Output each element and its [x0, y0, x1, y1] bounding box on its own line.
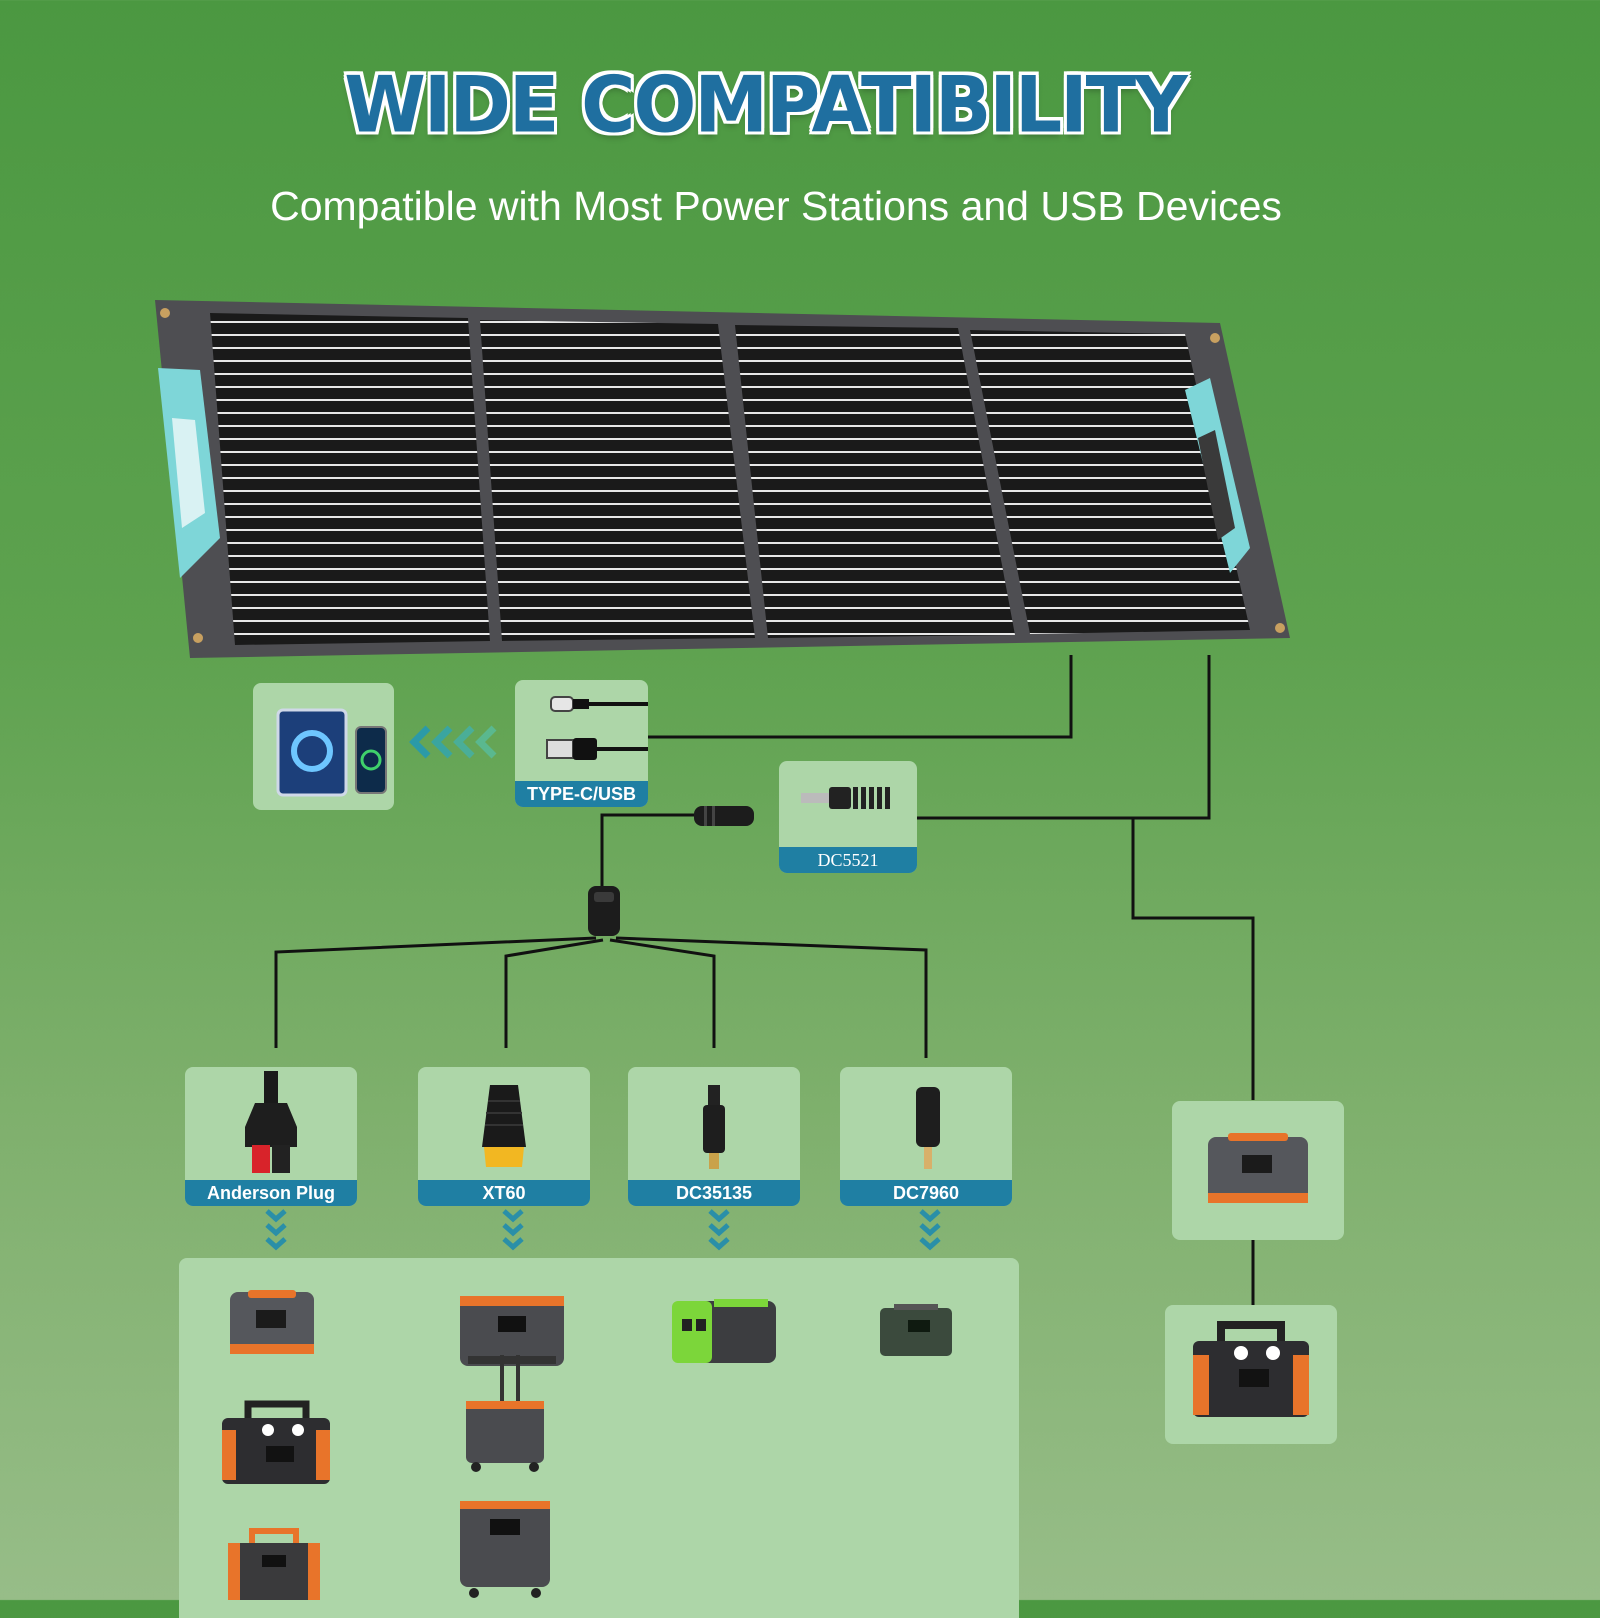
dc35135-label: DC35135 — [628, 1180, 800, 1206]
power-station-icon — [460, 1296, 564, 1366]
dc35135-plug-icon — [703, 1085, 725, 1169]
dc7960-label: DC7960 — [840, 1180, 1012, 1206]
tablet-phone-icon — [276, 708, 387, 797]
chevron-left-icon — [409, 725, 497, 759]
power-station-icon — [230, 1290, 314, 1354]
solar-panel — [155, 300, 1290, 658]
xt60-box: XT60 — [418, 1067, 590, 1206]
anderson-label: Anderson Plug — [185, 1180, 357, 1206]
chevron-down-icon — [919, 1209, 941, 1251]
usb-connector-box: TYPE-C/USB — [515, 680, 648, 807]
power-station-icon — [672, 1299, 776, 1363]
dc7960-box: DC7960 — [840, 1067, 1012, 1206]
chevron-down-icon — [502, 1209, 524, 1251]
power-station-icon — [466, 1355, 544, 1472]
dc-female-plug-icon — [694, 806, 754, 826]
dc5521-label: DC5521 — [779, 847, 917, 873]
power-station-icon — [460, 1501, 550, 1598]
power-station-icon — [222, 1400, 330, 1484]
page-subtitle: Compatible with Most Power Stations and … — [270, 183, 1282, 229]
dc7960-plug-icon — [916, 1087, 940, 1169]
power-station-icon — [1208, 1133, 1308, 1203]
usb-cable-icon — [546, 696, 648, 760]
dc-plug-icon — [801, 787, 890, 809]
usb-label: TYPE-C/USB — [515, 781, 648, 807]
usb-devices-box — [253, 683, 394, 810]
power-station-icon — [228, 1528, 320, 1600]
chevron-down-icon — [708, 1209, 730, 1251]
xt60-label: XT60 — [418, 1180, 590, 1206]
chevron-down-icon — [265, 1209, 287, 1251]
dc5521-box: DC5521 — [779, 761, 917, 873]
xt60-plug-icon — [482, 1085, 526, 1167]
page-title: WIDE COMPATIBILITY — [344, 59, 1187, 151]
right-station-box — [1172, 1101, 1344, 1240]
anderson-box: Anderson Plug — [185, 1067, 357, 1206]
power-station-icon — [1193, 1321, 1309, 1417]
right-station-box-2 — [1165, 1305, 1337, 1444]
dc35135-box: DC35135 — [628, 1067, 800, 1206]
y-splitter-icon — [588, 886, 620, 936]
anderson-plug-icon — [245, 1071, 297, 1173]
power-station-icon — [880, 1304, 952, 1356]
